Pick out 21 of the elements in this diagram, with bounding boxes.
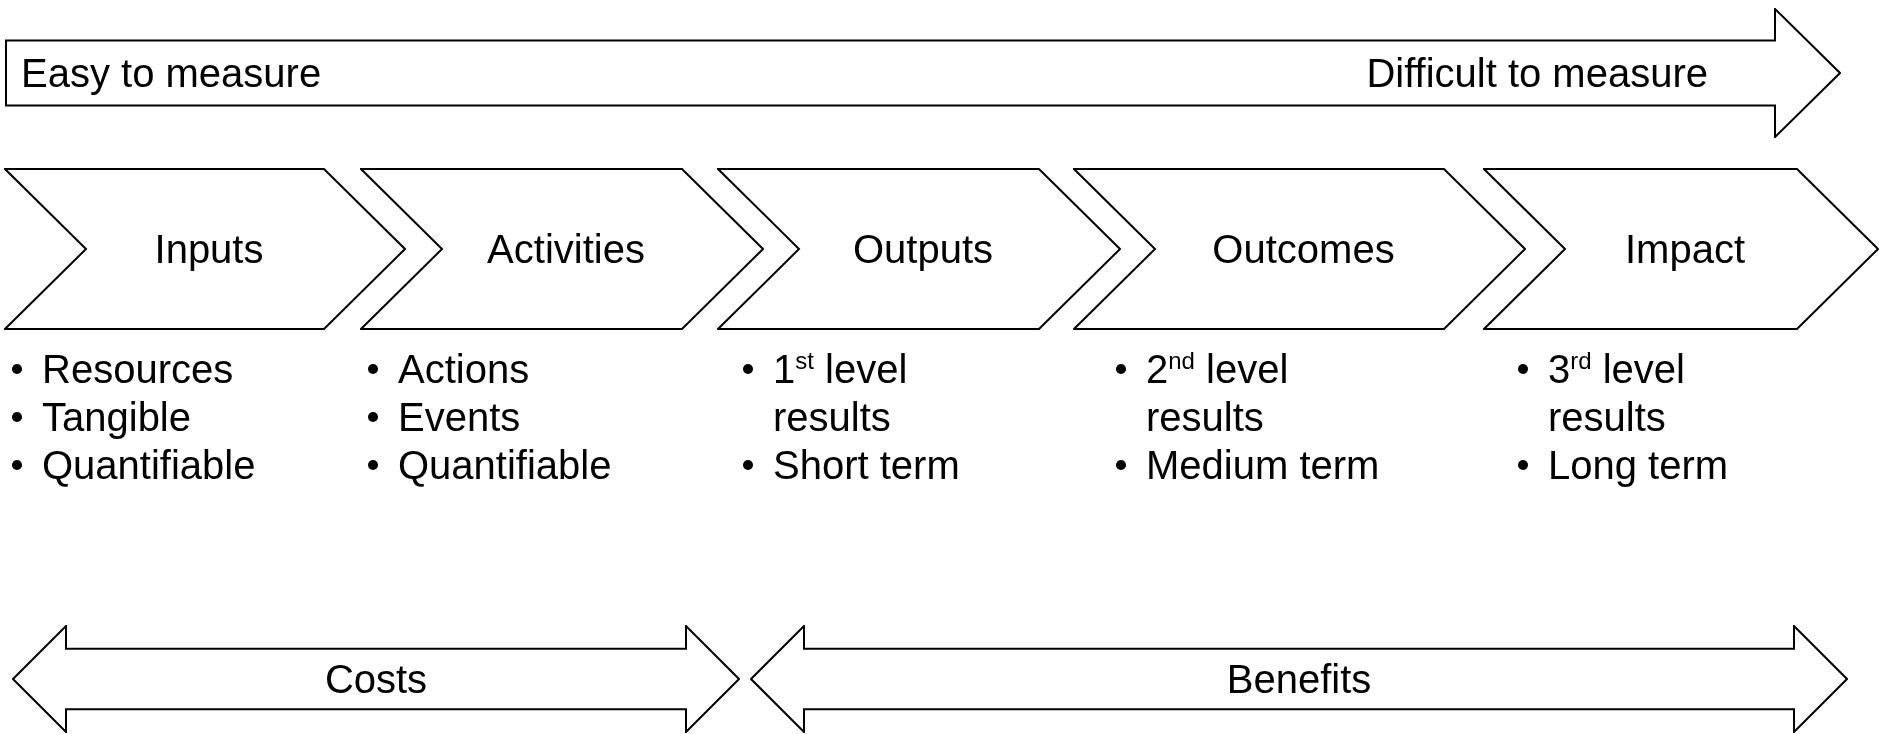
bullet-item: Long term xyxy=(1510,441,1780,489)
arrow-label: Benefits xyxy=(1226,659,1372,699)
stage-label: Outputs xyxy=(852,229,994,269)
scale-label: Difficult to measure xyxy=(1366,53,1708,93)
scale-label: Easy to measure xyxy=(21,53,322,93)
arrow-label: Costs xyxy=(324,659,428,699)
bullet-item: Resources xyxy=(4,345,354,393)
stage-label: Activities xyxy=(487,229,645,269)
stage-label: Outcomes xyxy=(1212,229,1395,269)
bullet-item: 3$^{rd}$ level results xyxy=(1510,345,1780,441)
bullet-item: Events xyxy=(360,393,710,441)
stage-label: Inputs xyxy=(154,229,264,269)
bullet-item: Quantifiable xyxy=(4,441,354,489)
bullet-item: Tangible xyxy=(4,393,354,441)
stage-label: Impact xyxy=(1625,229,1745,269)
bullet-item: Short term xyxy=(735,441,1005,489)
bullet-item: 1$^{st}$ level results xyxy=(735,345,1005,441)
bullet-item: Quantifiable xyxy=(360,441,710,489)
bullet-item: Medium term xyxy=(1108,441,1408,489)
bullet-item: 2$^{nd}$ level results xyxy=(1108,345,1408,441)
bullet-item: Actions xyxy=(360,345,710,393)
